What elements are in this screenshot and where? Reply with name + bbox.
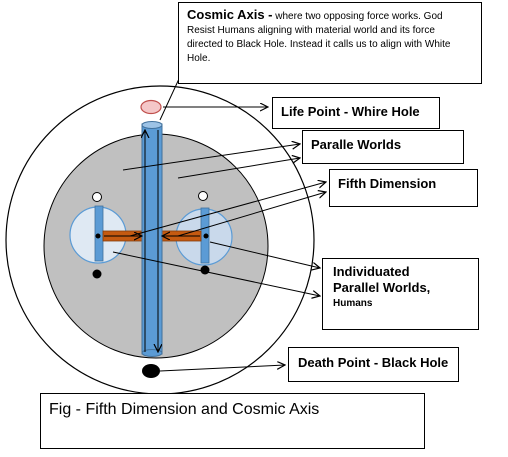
individuated-line-3: Humans — [333, 298, 373, 309]
world-right-dot — [203, 233, 209, 239]
world-left-dot — [95, 233, 101, 239]
pointer-parallel-2 — [177, 158, 300, 179]
pointer-parallel-1 — [122, 144, 300, 171]
cosmic-axis-annotation: Cosmic Axis - where two opposing force w… — [178, 2, 482, 84]
cosmic-axis-top — [141, 121, 163, 129]
life-point-label: Life Point - Whire Hole — [272, 97, 440, 129]
figure-caption: Fig - Fifth Dimension and Cosmic Axis — [40, 393, 425, 449]
death-point-black-hole — [142, 364, 160, 378]
life-point-white-hole — [140, 99, 162, 115]
pointer-death-point — [159, 365, 285, 372]
world-right-white-hole — [198, 191, 208, 201]
cosmic-axis-title: Cosmic Axis - — [187, 7, 273, 22]
pointer-fifth-1 — [129, 182, 326, 237]
cosmic-axis-text: where two opposing force works. God Resi… — [187, 11, 451, 64]
death-point-label: Death Point - Black Hole — [288, 347, 459, 382]
world-left-axis — [94, 205, 104, 262]
individuated-line-1: Individuated — [333, 264, 410, 279]
world-left-white-hole — [92, 192, 102, 202]
world-right-black-hole — [200, 265, 210, 275]
fifth-dimension-label: Fifth Dimension — [329, 169, 478, 207]
pointer-individuated-1 — [209, 241, 320, 268]
parallel-worlds-label: Paralle Worlds — [302, 130, 464, 164]
individuated-line-2: Parallel Worlds, — [333, 280, 431, 295]
pointer-fifth-2 — [177, 192, 326, 237]
pointer-individuated-2 — [112, 251, 320, 296]
individuated-worlds-label: Individuated Parallel Worlds, Humans — [322, 258, 479, 330]
world-left-black-hole — [92, 269, 102, 279]
